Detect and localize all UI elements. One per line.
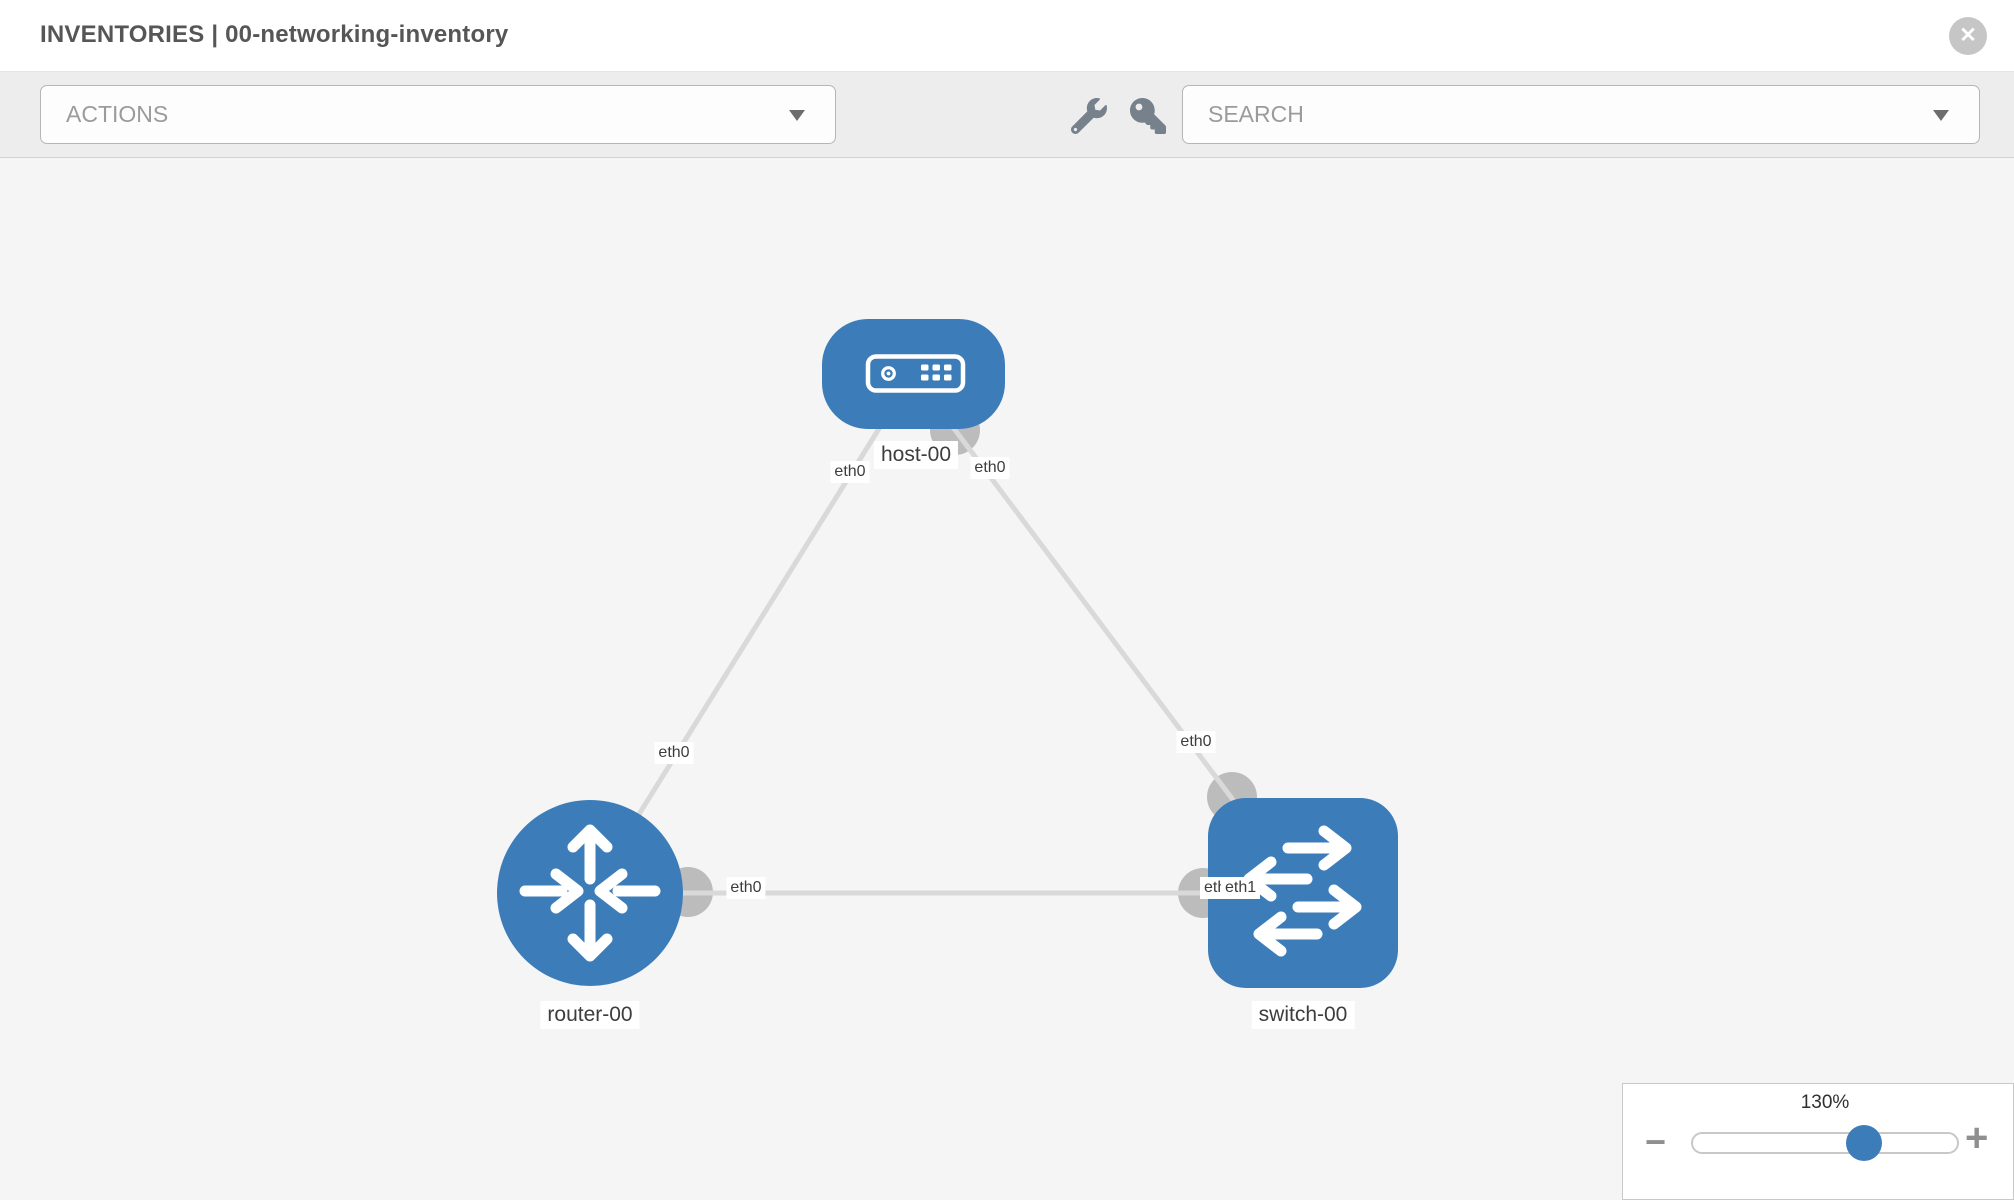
zoom-slider-handle[interactable]	[1846, 1125, 1882, 1161]
node-host-00[interactable]	[822, 319, 1005, 429]
wrench-icon	[1070, 98, 1107, 135]
interface-label: eth0	[654, 742, 694, 764]
interface-label: eth0	[830, 461, 870, 483]
close-button[interactable]: ✕	[1949, 17, 1987, 55]
page-title: INVENTORIES | 00-networking-inventory	[40, 21, 509, 48]
topology-canvas[interactable]: eth0 eth0 eth0 eth0 eth0 eth0 eth1 host-…	[0, 159, 2014, 1200]
interface-label: eth0	[1176, 731, 1216, 753]
zoom-out-button[interactable]: −	[1645, 1124, 1666, 1160]
plus-icon: +	[1965, 1116, 1989, 1160]
host-icon	[865, 354, 966, 393]
search-dropdown[interactable]: SEARCH	[1182, 85, 1980, 144]
router-icon	[519, 824, 661, 962]
link-host-router[interactable]	[587, 372, 916, 895]
tools-button[interactable]	[1070, 98, 1107, 135]
interface-label: eth0	[970, 457, 1010, 479]
title-bar: INVENTORIES | 00-networking-inventory ✕	[0, 0, 2014, 72]
key-icon	[1130, 98, 1166, 134]
node-label-host: host-00	[873, 441, 959, 469]
node-label-router: router-00	[540, 1001, 640, 1029]
zoom-control-panel: 130% − +	[1622, 1083, 2014, 1200]
search-placeholder: SEARCH	[1208, 101, 1304, 127]
zoom-level-value: 130%	[1800, 1092, 1850, 1113]
actions-dropdown-label: ACTIONS	[66, 101, 169, 127]
close-icon: ✕	[1959, 24, 1977, 47]
key-button[interactable]	[1130, 98, 1166, 134]
minus-icon: −	[1645, 1121, 1667, 1162]
caret-down-icon	[1933, 110, 1949, 121]
interface-label: eth1	[1221, 877, 1261, 899]
topology-svg	[497, 319, 1398, 988]
caret-down-icon	[789, 110, 805, 121]
toolbar: ACTIONS SEARCH	[0, 72, 2014, 158]
interface-label: eth0	[726, 877, 766, 899]
zoom-slider-track[interactable]	[1691, 1132, 1959, 1154]
zoom-in-button[interactable]: +	[1965, 1118, 1988, 1158]
node-label-switch: switch-00	[1251, 1001, 1355, 1029]
node-router-00[interactable]	[497, 800, 683, 986]
actions-dropdown[interactable]: ACTIONS	[40, 85, 836, 144]
